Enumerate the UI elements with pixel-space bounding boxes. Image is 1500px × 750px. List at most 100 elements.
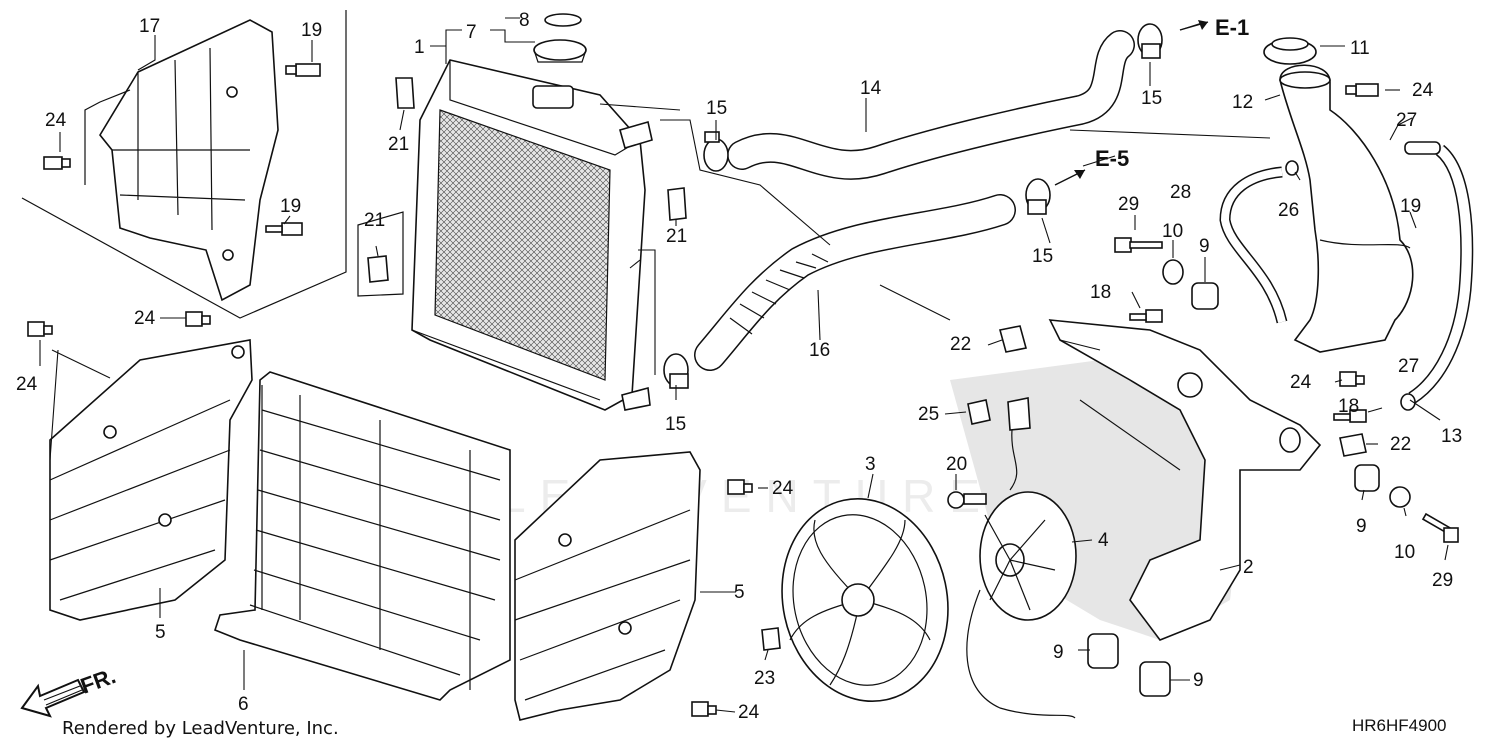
o-ring-8[interactable] — [544, 13, 582, 27]
clip-24-cover-b[interactable] — [185, 311, 211, 327]
reference-e1[interactable]: E-1 — [1179, 15, 1249, 40]
grommet-9-bot-right[interactable] — [1354, 464, 1380, 492]
callout-21-top: 21 — [388, 134, 409, 155]
callout-23: 23 — [754, 668, 775, 689]
callout-5-left: 5 — [155, 622, 166, 643]
callout-24-cover-bottom: 24 — [738, 702, 760, 723]
grommet-9-bot-a[interactable] — [1087, 633, 1119, 669]
hose-27-top[interactable] — [1404, 141, 1441, 155]
callout-18-bottom: 18 — [1338, 396, 1359, 417]
cooling-fan-3[interactable] — [764, 483, 967, 717]
clip-21-left[interactable] — [357, 211, 404, 297]
callout-9-bottom-a: 9 — [1053, 642, 1064, 663]
upper-hose-14[interactable] — [727, 30, 1135, 180]
callout-15-a: 15 — [706, 98, 727, 119]
clip-26[interactable] — [1285, 160, 1299, 176]
breather-hose-13[interactable] — [1408, 144, 1474, 404]
callout-4: 4 — [1098, 530, 1109, 551]
reference-e1-label[interactable]: E-1 — [1215, 15, 1249, 40]
louver-grille-6[interactable] — [214, 371, 511, 701]
callout-22-top: 22 — [950, 334, 971, 355]
clip-24-cover-a[interactable] — [27, 321, 53, 337]
callout-12: 12 — [1232, 92, 1253, 113]
callout-24-tank: 24 — [1412, 80, 1434, 101]
callout-9-bottom-b: 9 — [1193, 670, 1204, 691]
lower-hose-16[interactable] — [694, 194, 1016, 371]
clip-24-right-b[interactable] — [691, 701, 717, 717]
callout-5-right: 5 — [734, 582, 745, 603]
reservoir-cap-11[interactable] — [1263, 37, 1317, 65]
callout-9-top: 9 — [1199, 236, 1210, 257]
hose-clamp-15-a[interactable] — [703, 131, 729, 172]
callout-24-bracket: 24 — [45, 110, 67, 131]
reference-e5[interactable]: E-5 — [1054, 146, 1129, 186]
clip-24-left[interactable] — [43, 156, 71, 170]
callout-24-tank-low: 24 — [1290, 372, 1312, 393]
callout-1: 1 — [414, 37, 425, 58]
side-cover-5-right[interactable] — [514, 451, 701, 721]
callout-7: 7 — [466, 22, 477, 43]
callout-24-cover-top: 24 — [134, 308, 156, 329]
callout-21-right: 21 — [666, 226, 687, 247]
callout-24-cover-right: 24 — [772, 478, 794, 499]
nut-23[interactable] — [761, 627, 781, 651]
callout-20: 20 — [946, 454, 967, 475]
bolt-29-bot[interactable] — [1421, 512, 1459, 543]
overflow-hose-28[interactable] — [1219, 166, 1288, 324]
grommet-9-top[interactable] — [1191, 282, 1219, 310]
hose-clamp-15-d[interactable] — [663, 353, 689, 389]
bolt-19-top[interactable] — [285, 63, 321, 77]
clip-24-right-a[interactable] — [727, 479, 753, 495]
callout-15-c: 15 — [1032, 246, 1053, 267]
leader-lines — [39, 17, 1449, 713]
radiator-cap-7[interactable] — [533, 39, 587, 63]
callout-13: 13 — [1441, 426, 1462, 447]
radiator-1[interactable] — [411, 59, 653, 411]
connector-25[interactable] — [967, 397, 1031, 431]
callout-18-top: 18 — [1090, 282, 1111, 303]
collar-10-top[interactable] — [1162, 259, 1184, 285]
front-direction-arrow: FR. — [20, 663, 119, 718]
callout-11: 11 — [1350, 38, 1370, 59]
collar-10-bot[interactable] — [1389, 486, 1411, 508]
front-direction-label: FR. — [77, 663, 119, 699]
fan-motor-4[interactable] — [979, 491, 1077, 621]
clip-24-tank[interactable] — [1345, 83, 1379, 97]
bolt-18-bot[interactable] — [1333, 409, 1367, 423]
callout-6: 6 — [238, 694, 249, 715]
callout-27-bottom: 27 — [1398, 356, 1419, 377]
clip-21-right[interactable] — [667, 187, 687, 221]
callout-2: 2 — [1243, 557, 1254, 578]
callout-10-bottom: 10 — [1394, 542, 1415, 563]
callout-28: 28 — [1170, 182, 1191, 203]
callout-24-cover-left: 24 — [16, 374, 38, 395]
clip-27-low[interactable] — [1400, 393, 1416, 411]
nut-22-bot[interactable] — [1339, 433, 1367, 457]
callout-17: 17 — [139, 16, 160, 37]
callout-8: 8 — [519, 10, 530, 31]
callout-15-b: 15 — [1141, 88, 1162, 109]
callout-15-d: 15 — [665, 414, 686, 435]
bolt-29-top[interactable] — [1114, 237, 1163, 253]
reservoir-tank-12[interactable] — [1279, 64, 1414, 353]
grommet-9-bot-b[interactable] — [1139, 661, 1171, 697]
callout-14: 14 — [860, 78, 882, 99]
callout-19-mid: 19 — [280, 196, 301, 217]
nut-22-top[interactable] — [999, 325, 1027, 353]
callout-10-top: 10 — [1162, 221, 1183, 242]
hose-clamp-15-b[interactable] — [1137, 23, 1163, 59]
hose-clamp-15-c[interactable] — [1025, 178, 1051, 215]
side-cover-5-left[interactable] — [49, 339, 253, 621]
callout-21-left: 21 — [364, 210, 385, 231]
radiator-bracket-17[interactable] — [21, 10, 347, 319]
clip-21-top[interactable] — [395, 77, 415, 109]
bolt-20[interactable] — [947, 491, 987, 509]
bolt-19-mid[interactable] — [265, 222, 303, 236]
callout-3: 3 — [865, 454, 876, 475]
callout-16: 16 — [809, 340, 830, 361]
clip-24-tank-low[interactable] — [1339, 371, 1365, 387]
callout-19-tank: 19 — [1400, 196, 1421, 217]
reference-e5-label[interactable]: E-5 — [1095, 146, 1129, 171]
bolt-18-top[interactable] — [1129, 309, 1163, 323]
